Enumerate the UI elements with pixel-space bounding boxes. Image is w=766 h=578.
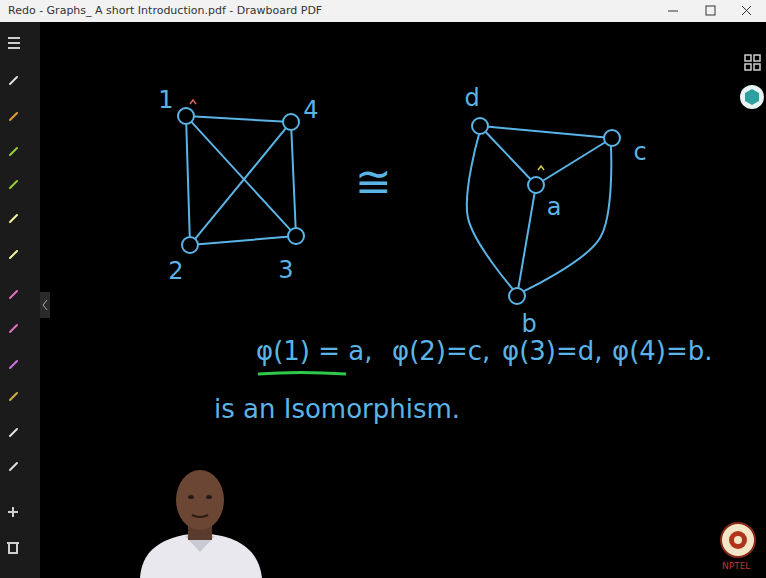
mapping-text: φ(2)=c, [392, 338, 490, 364]
vertex-label: 3 [278, 258, 293, 282]
graph-edge [544, 143, 605, 181]
panel-toggle-arrow [43, 300, 47, 310]
graph-vertex: d [471, 117, 489, 135]
toolbar-buttons [7, 507, 19, 553]
graph-vertex: a [527, 176, 545, 194]
graph-vertex: b [508, 287, 526, 305]
graph-vertex: 1 [177, 107, 195, 125]
graph-edge [489, 127, 603, 137]
hexagon-icon [745, 89, 759, 105]
graph-edge [519, 194, 535, 287]
graph-edge [467, 135, 512, 288]
vertex-label: c [633, 140, 646, 164]
panel-toggle [40, 292, 50, 318]
nptel-logo [721, 523, 755, 557]
vertex-label: a [547, 195, 562, 219]
graph-vertex: 3 [287, 227, 305, 245]
graph-edge [195, 117, 282, 122]
tick-mark [538, 166, 544, 170]
graph-edge [486, 133, 530, 179]
statement-text: is an Isomorphism. [214, 396, 460, 422]
vertex-label: 2 [168, 259, 183, 283]
isomorphic-symbol: ≅ [355, 160, 392, 204]
graph-edge [291, 131, 295, 227]
vertex-label: 4 [303, 98, 318, 122]
window-title: Redo - Graphs_ A short Introduction.pdf … [8, 5, 322, 16]
menu-icon [8, 38, 20, 48]
logo-text: NPTEL [722, 562, 750, 571]
graph-vertex: 2 [181, 236, 199, 254]
title-bar [0, 0, 766, 22]
underline [258, 373, 346, 375]
graph-edge [524, 147, 611, 291]
vertex-label: b [521, 312, 536, 336]
mapping-text: φ(4)=b. [612, 338, 713, 364]
graph-edge [199, 237, 287, 244]
graph-edge [192, 123, 290, 230]
graph-vertex: 4 [282, 113, 300, 131]
window-controls [668, 6, 751, 15]
tick-mark [190, 100, 196, 104]
app-button [740, 85, 764, 109]
tool-bar [0, 22, 40, 578]
graph-edge [186, 125, 189, 236]
graph-vertex: c [603, 129, 621, 147]
mapping-text: φ(1) = a, [256, 338, 373, 364]
vertex-label: 1 [158, 88, 173, 112]
pen-icons [10, 77, 17, 470]
vertex-label: d [464, 86, 479, 110]
presenter-video [140, 470, 262, 578]
grid-icon [745, 55, 760, 70]
mapping-text: φ(3)=d, [502, 338, 603, 364]
graph-edge [196, 129, 286, 238]
